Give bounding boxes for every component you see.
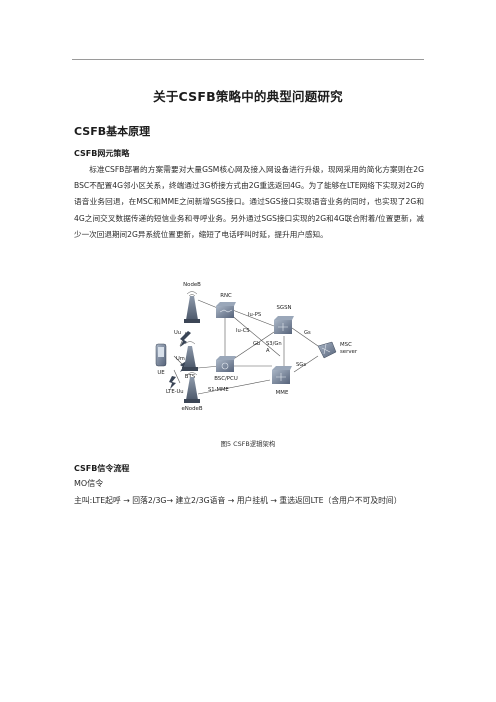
label-iu-cs: Iu-CS <box>236 328 250 334</box>
subsection-heading-network: CSFB网元策略 <box>74 149 130 158</box>
rnc-device-icon <box>216 302 236 318</box>
label-gb: Gb <box>253 341 261 347</box>
msc-server-icon <box>317 341 337 359</box>
label-lte-uu: LTE-Uu <box>166 389 184 395</box>
label-iu-ps: Iu-PS <box>248 312 261 318</box>
label-msc-server: server <box>340 349 358 355</box>
bsc-device-icon <box>216 356 236 372</box>
label-rnc: RNC <box>220 293 232 299</box>
label-ue: UE <box>157 370 165 376</box>
label-enodeb: eNodeB <box>181 406 202 412</box>
label-bsc: BSC/PCU <box>214 376 238 382</box>
csfb-architecture-diagram: NodeB BTS eNodeB UE RNC BSC/PCU SGSN <box>155 282 358 412</box>
link-lines <box>173 299 319 395</box>
figure-caption: 图5 CSFB逻辑架构 <box>220 440 276 448</box>
mo-label: MO信令 <box>74 479 104 488</box>
label-mme: MME <box>276 390 289 396</box>
sgsn-device-icon <box>274 316 294 334</box>
label-nodeb: NodeB <box>183 282 201 288</box>
label-msc: MSC <box>340 342 352 348</box>
label-gs: Gs <box>304 330 311 336</box>
label-uu: Uu <box>174 330 181 336</box>
label-s3gn: S3/Gn <box>266 341 282 347</box>
page-title: 关于CSFB策略中的典型问题研究 <box>153 89 343 104</box>
body-paragraph: 标准CSFB部署的方案需要对大量GSM核心网及接入网设备进行升级，现网采用的简化… <box>74 162 424 243</box>
label-sgs: SGs <box>296 362 306 368</box>
label-s1-mme: S1-MME <box>208 387 229 393</box>
section-heading: CSFB基本原理 <box>74 125 151 138</box>
header-rule <box>72 59 424 60</box>
label-a: A <box>266 348 270 354</box>
bts-tower-icon <box>182 341 198 371</box>
mme-device-icon <box>272 366 292 384</box>
label-um: Um <box>176 356 185 362</box>
nodeb-tower-icon <box>184 291 200 323</box>
enodeb-tower-icon <box>184 372 200 403</box>
flow-text: 主叫:LTE起呼 → 回落2/3G→ 建立2/3G语音 → 用户挂机 → 重选返… <box>74 496 402 505</box>
subsection-heading-signaling: CSFB信令流程 <box>74 464 130 473</box>
label-sgsn: SGSN <box>276 305 291 311</box>
paragraph-text: 标准CSFB部署的方案需要对大量GSM核心网及接入网设备进行升级，现网采用的简化… <box>74 165 424 239</box>
ue-phone-icon <box>155 343 167 367</box>
